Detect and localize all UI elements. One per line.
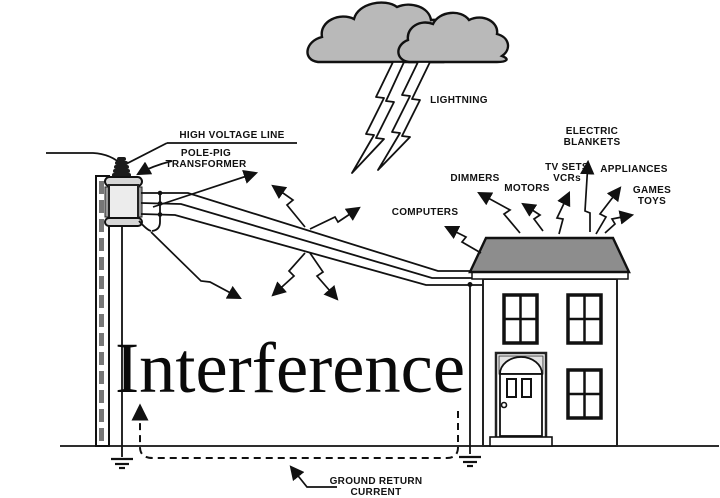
computers-label: COMPUTERS	[392, 207, 459, 218]
pole-pig-label-line2: TRANSFORMER	[165, 159, 247, 170]
window	[502, 293, 539, 345]
interference-radiation-arrows	[150, 169, 361, 301]
window	[566, 368, 603, 420]
ground-return-current: GROUND RETURN CURRENT	[131, 403, 459, 498]
storm-cloud-icon: LIGHTNING	[306, 1, 510, 174]
door-fanlight-icon	[499, 356, 543, 375]
pole-pig-label-line1: POLE-PIG	[181, 148, 231, 159]
high-voltage-line-label: HIGH VOLTAGE LINE	[179, 130, 284, 141]
utility-pole	[95, 175, 110, 447]
service-drop-wires	[138, 190, 483, 287]
house-roof	[468, 236, 631, 274]
house	[468, 236, 631, 447]
lightning-bolt-icon	[351, 61, 405, 174]
door-pane	[521, 378, 532, 398]
electric-blankets-label-line1: ELECTRIC	[566, 126, 618, 137]
games-toys-label-line2: TOYS	[638, 196, 666, 207]
door-pane	[506, 378, 517, 398]
motors-label: MOTORS	[504, 183, 550, 194]
dimmers-label: DIMMERS	[450, 173, 499, 184]
transformer-base	[104, 217, 143, 227]
pole-pig-pointer-arrow	[136, 160, 173, 176]
door-knob-icon	[500, 401, 508, 409]
ground-return-label-line2: CURRENT	[351, 487, 402, 498]
ground-symbol-icon	[111, 457, 133, 470]
ground-symbol-icon	[459, 455, 481, 468]
door-step	[489, 436, 553, 447]
electric-blankets-label-line2: BLANKETS	[564, 137, 621, 148]
appliances-label: APPLIANCES	[600, 164, 667, 175]
front-door	[489, 351, 553, 447]
pole-pig-transformer: POLE-PIG TRANSFORMER	[104, 148, 247, 227]
window	[566, 293, 603, 345]
tv-sets-label-line2: VCRs	[553, 173, 581, 184]
lightning-label: LIGHTNING	[430, 95, 488, 106]
games-toys-label-line1: GAMES	[633, 185, 671, 196]
lightning-bolt-icon	[377, 61, 431, 171]
appliance-arrows	[444, 159, 635, 254]
house-ground-wire	[459, 285, 481, 468]
tv-sets-label-line1: TV SETS	[545, 162, 589, 173]
appliance-labels: COMPUTERS DIMMERS MOTORS TV SETS VCRs EL…	[392, 126, 671, 218]
diagram-title: Interference	[115, 328, 465, 408]
cloud-right-icon	[397, 11, 510, 64]
transformer-body	[108, 184, 139, 220]
ground-return-label-line1: GROUND RETURN	[330, 476, 423, 487]
pole-ground-wire	[111, 226, 133, 470]
